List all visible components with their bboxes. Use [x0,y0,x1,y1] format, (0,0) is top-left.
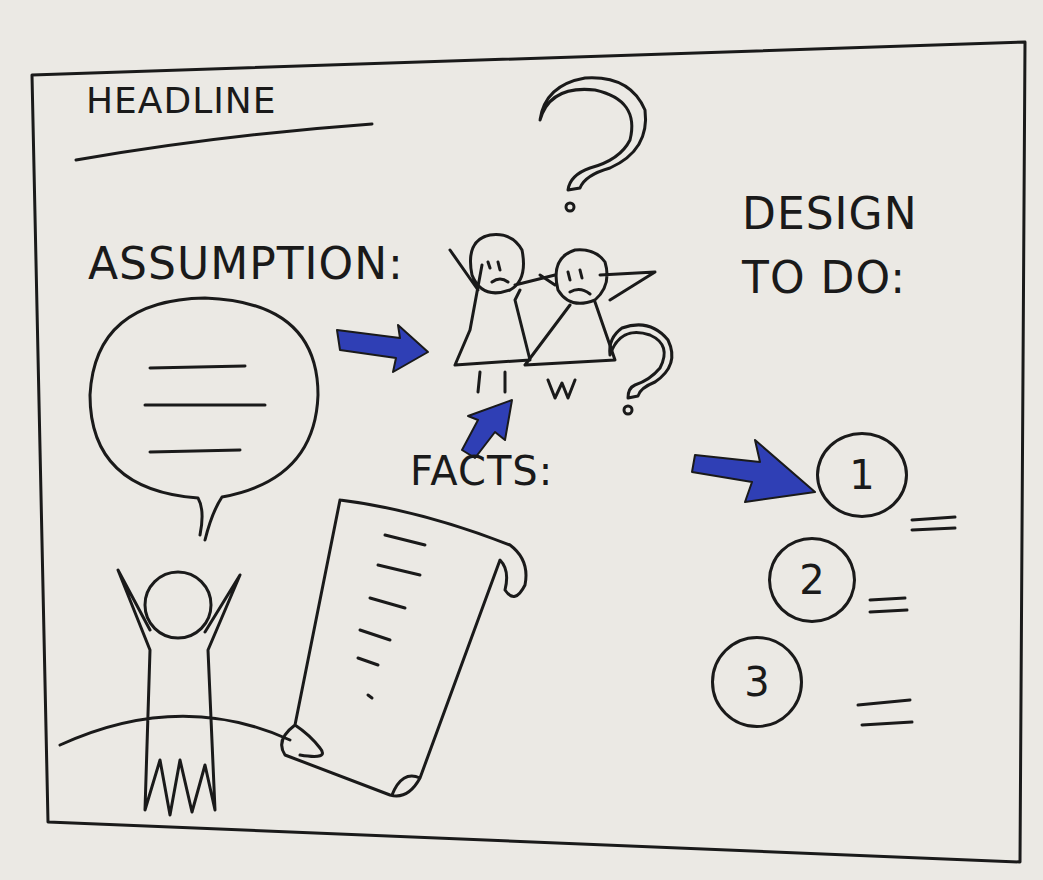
callout-number: 2 [799,557,824,603]
equals-mark [858,517,955,725]
number-circle: 3 [711,636,803,728]
person-body [60,570,290,815]
sketch-label: DESIGN TO DO: [742,182,972,310]
question-dot [624,406,632,414]
sketch-label: FACTS: [410,448,553,494]
number-circle: 1 [816,432,908,518]
callout-number: 3 [744,659,769,705]
question-mark [540,78,646,190]
question-mark [610,325,672,398]
speech-bubble [90,298,318,540]
number-circle: 2 [768,537,856,623]
sketch-label: ASSUMPTION: [88,238,404,289]
callout-number: 1 [849,452,874,498]
bubble-lines [145,366,265,452]
question-dot [566,203,574,211]
scroll [282,500,526,796]
frame [32,42,1025,862]
blue-arrow [337,325,428,372]
person-left [450,235,555,392]
headline-title: HEADLINE [86,80,277,121]
scroll-lines [358,535,425,698]
blue-arrow [692,440,815,502]
headline-underline [76,124,372,160]
person-head [145,572,211,638]
